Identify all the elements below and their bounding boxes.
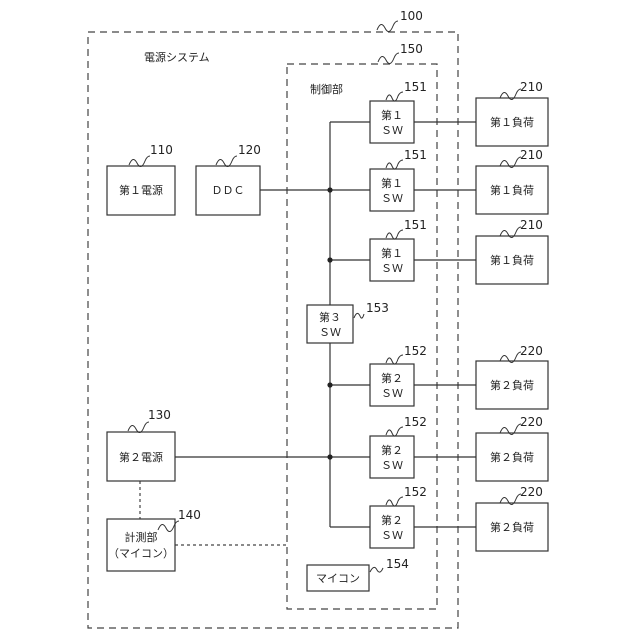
switch-ref: 151 xyxy=(404,148,427,162)
first-switch: 第１ ＳＷ 151 xyxy=(370,80,427,143)
switch-sublabel: ＳＷ xyxy=(381,192,403,205)
first-load: 第１負荷 210 xyxy=(476,80,548,146)
controller-ref-leader xyxy=(378,53,399,64)
switch-sublabel: ＳＷ xyxy=(381,262,403,275)
junction-dot xyxy=(327,187,332,192)
load-label: 第２負荷 xyxy=(490,520,534,534)
load-ref: 220 xyxy=(520,485,543,499)
switch-sublabel: ＳＷ xyxy=(319,326,341,339)
junction-dot xyxy=(327,257,332,262)
junction-dot xyxy=(327,454,332,459)
first-load: 第１負荷 210 xyxy=(476,218,548,284)
controller-ref: 150 xyxy=(400,42,423,56)
second-switch: 第２ ＳＷ 152 xyxy=(370,485,427,548)
switch-sublabel: ＳＷ xyxy=(381,459,403,472)
third-switch: 第３ ＳＷ 153 xyxy=(307,301,389,343)
microcontroller-label: マイコン xyxy=(316,572,360,585)
first-switch: 第１ ＳＷ 151 xyxy=(370,218,427,281)
switch-ref: 151 xyxy=(404,218,427,232)
second-load: 第２負荷 220 xyxy=(476,415,548,481)
second-load: 第２負荷 220 xyxy=(476,485,548,551)
measurement-unit-sublabel: （マイコン） xyxy=(108,547,174,560)
second-switch: 第２ ＳＷ 152 xyxy=(370,415,427,478)
load-label: 第１負荷 xyxy=(490,115,534,129)
switch-label: 第３ xyxy=(319,310,341,324)
ddc-label: ＤＤＣ xyxy=(212,184,245,197)
switch-ref: 152 xyxy=(404,485,427,499)
switch-sublabel: ＳＷ xyxy=(381,529,403,542)
first-power-source: 第１電源 110 xyxy=(107,143,175,215)
load-ref: 210 xyxy=(520,148,543,162)
first-switch: 第１ ＳＷ 151 xyxy=(370,148,427,211)
switch-ref: 151 xyxy=(404,80,427,94)
load-label: 第１負荷 xyxy=(490,183,534,197)
load-label: 第１負荷 xyxy=(490,253,534,267)
load-label: 第２負荷 xyxy=(490,378,534,392)
switch-ref: 152 xyxy=(404,344,427,358)
switch-ref: 152 xyxy=(404,415,427,429)
ddc-ref: 120 xyxy=(238,143,261,157)
load-label: 第２負荷 xyxy=(490,450,534,464)
power-system-ref: 100 xyxy=(400,9,423,23)
controller-label: 制御部 xyxy=(310,82,343,96)
load-ref: 210 xyxy=(520,80,543,94)
measurement-unit: 計測部 （マイコン） 140 xyxy=(107,508,201,571)
power-system-label: 電源システム xyxy=(144,50,210,64)
ddc-converter: ＤＤＣ 120 xyxy=(196,143,261,215)
junction-dot xyxy=(327,382,332,387)
first-power-source-label: 第１電源 xyxy=(119,183,163,197)
measurement-unit-label: 計測部 xyxy=(125,530,158,544)
switch-label: 第１ xyxy=(381,108,403,122)
second-power-source-ref: 130 xyxy=(148,408,171,422)
second-power-source: 第２電源 130 xyxy=(107,408,175,481)
switch-label: 第２ xyxy=(381,513,403,527)
switch-sublabel: ＳＷ xyxy=(381,124,403,137)
second-power-source-label: 第２電源 xyxy=(119,450,163,464)
measurement-unit-ref: 140 xyxy=(178,508,201,522)
switch-label: 第２ xyxy=(381,371,403,385)
microcontroller: マイコン 154 xyxy=(307,557,409,591)
load-ref: 220 xyxy=(520,415,543,429)
load-ref: 220 xyxy=(520,344,543,358)
switch-label: 第１ xyxy=(381,176,403,190)
switch-label: 第２ xyxy=(381,443,403,457)
second-load: 第２負荷 220 xyxy=(476,344,548,409)
load-ref: 210 xyxy=(520,218,543,232)
second-switch: 第２ ＳＷ 152 xyxy=(370,344,427,406)
first-power-source-ref: 110 xyxy=(150,143,173,157)
switch-sublabel: ＳＷ xyxy=(381,387,403,400)
switch-label: 第１ xyxy=(381,246,403,260)
first-load: 第１負荷 210 xyxy=(476,148,548,214)
switch-ref: 153 xyxy=(366,301,389,315)
power-system-ref-leader xyxy=(377,21,398,32)
microcontroller-ref: 154 xyxy=(386,557,409,571)
